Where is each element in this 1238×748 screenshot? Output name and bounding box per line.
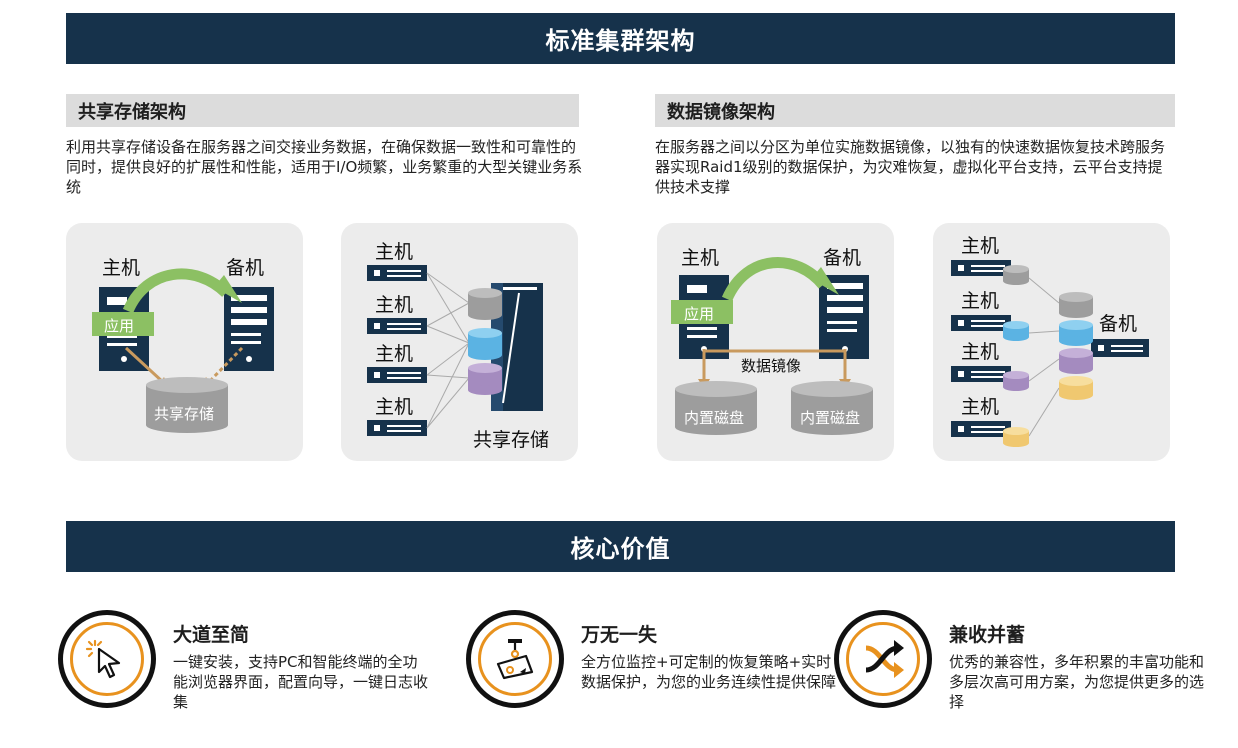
section-banner-architecture: 标准集群架构 xyxy=(66,13,1175,64)
value-reliability: 万无一失 全方位监控+可定制的恢复策略+实时数据保护，为您的业务连续性提供保障 xyxy=(466,610,846,720)
shared-storage-label: 共享存储 xyxy=(154,405,215,423)
value-description: 全方位监控+可定制的恢复策略+实时数据保护，为您的业务连续性提供保障 xyxy=(581,653,837,691)
host-label: 主机 xyxy=(681,247,720,269)
value-description: 优秀的兼容性，多年积累的丰富功能和多层次高可用方案，为您提供更多的选择 xyxy=(949,653,1205,711)
failover-graphic xyxy=(92,268,274,433)
host-label-4: 主机 xyxy=(961,396,1000,418)
shared-storage-label: 共享存储 xyxy=(473,429,550,451)
shared-storage-heading: 共享存储架构 xyxy=(66,94,579,127)
value-compatibility: 兼收并蓄 优秀的兼容性，多年积累的丰富功能和多层次高可用方案，为您提供更多的选择 xyxy=(834,610,1214,720)
value-title: 兼收并蓄 xyxy=(949,624,1026,646)
host-label-2: 主机 xyxy=(961,290,1000,312)
value-icon-ring xyxy=(58,610,156,708)
section-banner-value: 核心价值 xyxy=(66,521,1175,572)
value-icon-ring xyxy=(466,610,564,708)
shared-storage-multi-host-diagram: 主机 主机 主机 主机 共享存储 xyxy=(341,223,578,461)
internal-disk-label-2: 内置磁盘 xyxy=(800,409,861,427)
value-description: 一键安装，支持PC和智能终端的全功能浏览器界面，配置向导，一键日志收集 xyxy=(173,653,429,711)
internal-disk-label-1: 内置磁盘 xyxy=(684,409,745,427)
app-label: 应用 xyxy=(684,305,715,323)
data-mirror-description: 在服务器之间以分区为单位实施数据镜像，以独有的快速数据恢复技术跨服务器实现Rai… xyxy=(655,138,1166,196)
standby-label: 备机 xyxy=(226,257,265,279)
host-label-1: 主机 xyxy=(961,235,1000,257)
host-label: 主机 xyxy=(102,257,141,279)
shared-storage-failover-diagram: 主机 备机 应用 共享存储 xyxy=(66,223,303,461)
multi-host-graphic xyxy=(367,265,543,436)
data-mirror-diagram: 主机 备机 应用 数据镜像 内置磁盘 内置磁盘 xyxy=(657,223,894,461)
mirror-graphic xyxy=(671,257,873,435)
standby-label: 备机 xyxy=(823,247,862,269)
app-label: 应用 xyxy=(104,317,135,335)
value-icon-ring xyxy=(834,610,932,708)
host-label-4: 主机 xyxy=(375,396,414,418)
surveillance-camera-icon xyxy=(496,639,534,680)
host-label-3: 主机 xyxy=(961,341,1000,363)
standby-label: 备机 xyxy=(1099,313,1138,335)
shuffle-arrows-icon xyxy=(865,640,904,678)
value-title: 万无一失 xyxy=(581,624,658,646)
cursor-click-icon xyxy=(85,639,121,679)
value-title: 大道至简 xyxy=(173,624,250,646)
data-mirror-multi-host-diagram: 主机 主机 主机 主机 备机 xyxy=(933,223,1170,461)
host-label-1: 主机 xyxy=(375,241,414,263)
data-mirror-label: 数据镜像 xyxy=(741,357,802,375)
multi-mirror-graphic xyxy=(951,260,1149,447)
shared-storage-description: 利用共享存储设备在服务器之间交接业务数据，在确保数据一致性和可靠性的同时，提供良… xyxy=(66,138,583,196)
data-mirror-heading: 数据镜像架构 xyxy=(655,94,1175,127)
host-label-2: 主机 xyxy=(375,294,414,316)
host-label-3: 主机 xyxy=(375,343,414,365)
value-simplicity: 大道至简 一键安装，支持PC和智能终端的全功能浏览器界面，配置向导，一键日志收集 xyxy=(58,610,438,720)
